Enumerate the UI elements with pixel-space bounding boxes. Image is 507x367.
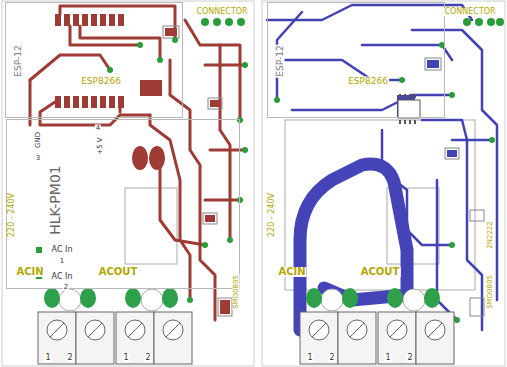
silkscreen-label: 2 (406, 354, 413, 362)
part-label: ESP8266 (347, 77, 389, 86)
silkscreen-label: 220 - 240V (8, 192, 16, 238)
silkscreen-label: ACOUT (98, 267, 139, 277)
ic-symbol (398, 94, 420, 124)
silkscreen-label: 1 (59, 258, 65, 265)
silkscreen-label: AC In (51, 246, 74, 254)
smd-outline (163, 26, 484, 316)
silkscreen-label: 1 (44, 354, 51, 362)
bottom-copper-trace (267, 5, 497, 330)
bottom-copper-pad (397, 60, 457, 157)
top-copper-trace (30, 6, 245, 320)
silkscreen-label: +5 V (97, 136, 104, 155)
silkscreen-label: SMD0805 (233, 274, 240, 310)
part-label: ESP8266 (80, 77, 122, 86)
silkscreen-label: 3 (35, 155, 41, 162)
silkscreen-label: 220 - 240V (268, 192, 276, 238)
silkscreen-label: 2 (66, 354, 73, 362)
silkscreen-label: ACOUT (360, 267, 401, 277)
silkscreen-label: 2 (328, 354, 335, 362)
silkscreen-label: GND (35, 131, 42, 149)
silkscreen-label: 1 (384, 354, 391, 362)
silkscreen-label: 1 (306, 354, 313, 362)
silkscreen-label: CONNECTOR (443, 8, 496, 16)
silkscreen-label: ACIN (15, 267, 44, 277)
via-pad (36, 18, 504, 323)
silkscreen-label: 2 (63, 284, 69, 291)
part-label: ESP-12 (276, 44, 285, 77)
part-label: HLK-PM01 (48, 164, 62, 235)
silkscreen-label: 1 (122, 354, 129, 362)
silkscreen-label: CONNECTOR (195, 8, 248, 16)
silkscreen-label: 2 (144, 354, 151, 362)
silkscreen-label: SMD0805 (487, 274, 494, 310)
module-outline: ESP-12ESP8266 (267, 2, 445, 118)
silkscreen-label: AC In (51, 273, 74, 281)
silkscreen-label: 4 (95, 125, 101, 132)
silkscreen-label: 2N2222 (487, 220, 494, 250)
terminal-block (38, 288, 454, 364)
silkscreen-label: ACIN (277, 267, 306, 277)
module-outline: ESP-12ESP8266 (5, 2, 183, 118)
part-label: ESP-12 (14, 44, 23, 77)
top-copper-pad (55, 14, 230, 314)
